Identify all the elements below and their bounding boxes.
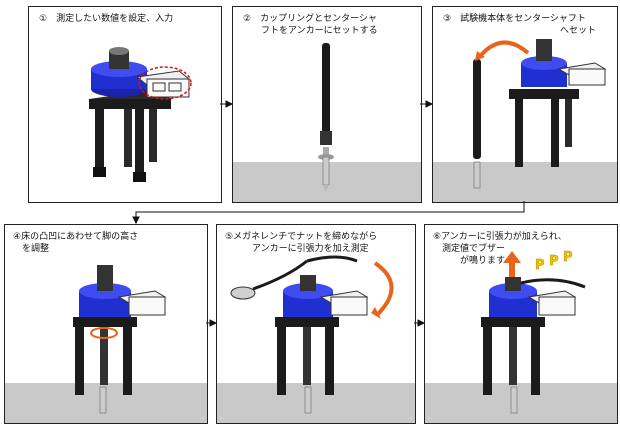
step-4-caption: ④床の凸凹にあわせて脚の高さ を調整 [13, 232, 139, 254]
svg-text:P: P [549, 254, 559, 269]
step-4-panel: ④床の凸凹にあわせて脚の高さ を調整 [4, 224, 208, 424]
wrench-measure-illustration [230, 255, 394, 414]
svg-text:P: P [563, 250, 573, 265]
floor [217, 383, 415, 423]
step-6-panel: ⑥アンカーに引張力が加えられ、 測定値でブザー が鳴ります P P P [424, 224, 618, 424]
step-2-caption: ② カップリングとセンターシャ フトをアンカーにセットする [243, 14, 378, 36]
adjust-legs-illustration [73, 265, 167, 414]
buzzer-illustration: P P P [481, 250, 586, 414]
center-shaft-illustration [318, 43, 334, 193]
step-5-caption: ⑤メガネレンチでナットを締めながら アンカーに引張力を加え測定 [225, 232, 378, 254]
step-6-caption: ⑥アンカーに引張力が加えられ、 測定値でブザー が鳴ります [433, 232, 567, 266]
step-3-caption: ③ 試験機本体をセンターシャフト へセット [443, 14, 597, 36]
mount-tester-illustration [473, 39, 607, 189]
step-1-caption: ① 測定したい数値を設定、入力 [39, 14, 174, 24]
floor [433, 162, 617, 202]
tester-device-illustration [89, 47, 192, 182]
step-2-panel: ② カップリングとセンターシャ フトをアンカーにセットする [232, 6, 422, 203]
step-5-panel: ⑤メガネレンチでナットを締めながら アンカーに引張力を加え測定 [216, 224, 416, 424]
step-3-panel: ③ 試験機本体をセンターシャフト へセット [432, 6, 618, 203]
svg-text:P: P [535, 258, 545, 273]
step-1-panel: ① 測定したい数値を設定、入力 [28, 6, 222, 203]
floor [425, 383, 617, 423]
